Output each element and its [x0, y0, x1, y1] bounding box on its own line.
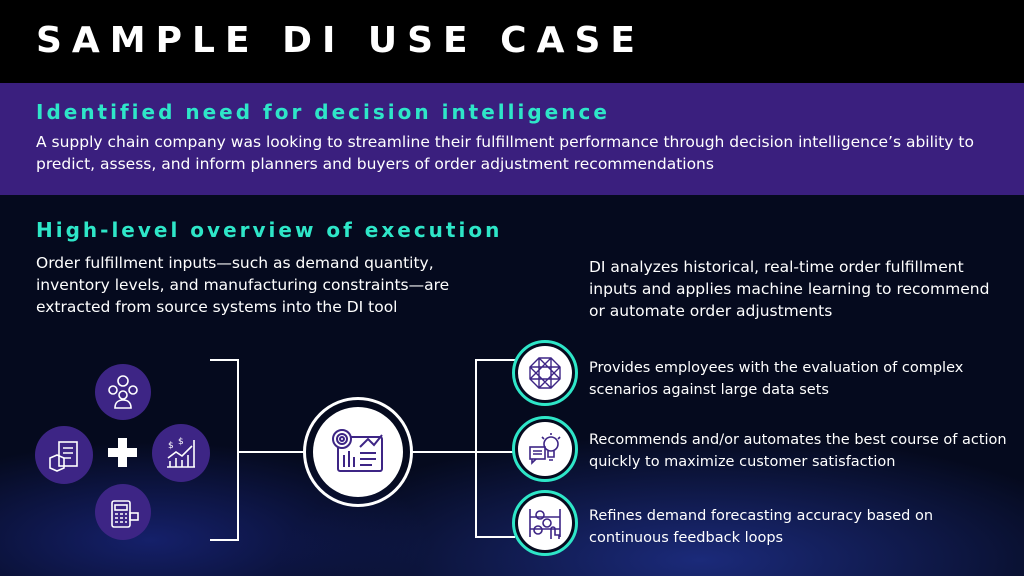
benefit-text: Refines demand forecasting accuracy base… — [589, 508, 934, 546]
network-icon — [518, 346, 572, 400]
need-heading: Identified need for decision intelligenc… — [36, 100, 610, 124]
bracket-line — [475, 451, 515, 453]
bracket-line — [475, 359, 477, 538]
connector-line — [238, 451, 304, 453]
plus-icon — [108, 438, 137, 467]
di-tool-hub — [303, 397, 413, 507]
analysis-text: DI analyzes historical, real-time order … — [589, 258, 990, 320]
bracket-line — [210, 539, 239, 541]
gears-touch-icon — [518, 496, 572, 550]
title-bar — [0, 0, 1024, 83]
bracket-line — [237, 359, 239, 541]
benefit-icon-circle — [512, 340, 578, 406]
inputs-text: Order fulfillment inputs—such as demand … — [36, 254, 450, 316]
payment-terminal-icon — [95, 484, 151, 540]
overview-heading: High-level overview of execution — [36, 218, 503, 242]
analytics-dashboard-icon — [313, 407, 403, 497]
benefit-icon-circle — [512, 490, 578, 556]
svg-text:$: $ — [178, 437, 184, 447]
bracket-line — [210, 359, 239, 361]
connector-line — [412, 451, 476, 453]
bracket-line — [475, 536, 515, 538]
need-text: A supply chain company was looking to st… — [36, 133, 974, 173]
svg-text:$: $ — [168, 441, 174, 451]
revenue-growth-chart-icon: $$ — [152, 424, 210, 482]
benefit-text: Recommends and/or automates the best cou… — [589, 432, 1007, 470]
inventory-clipboard-icon — [35, 426, 93, 484]
lightbulb-icon — [518, 422, 572, 476]
benefit-text: Provides employees with the evaluation o… — [589, 360, 964, 398]
benefit-icon-circle — [512, 416, 578, 482]
bracket-line — [475, 359, 515, 361]
customer-decision-icon — [95, 364, 151, 420]
need-band — [0, 83, 1024, 195]
page-title: SAMPLE DI USE CASE — [36, 20, 645, 61]
